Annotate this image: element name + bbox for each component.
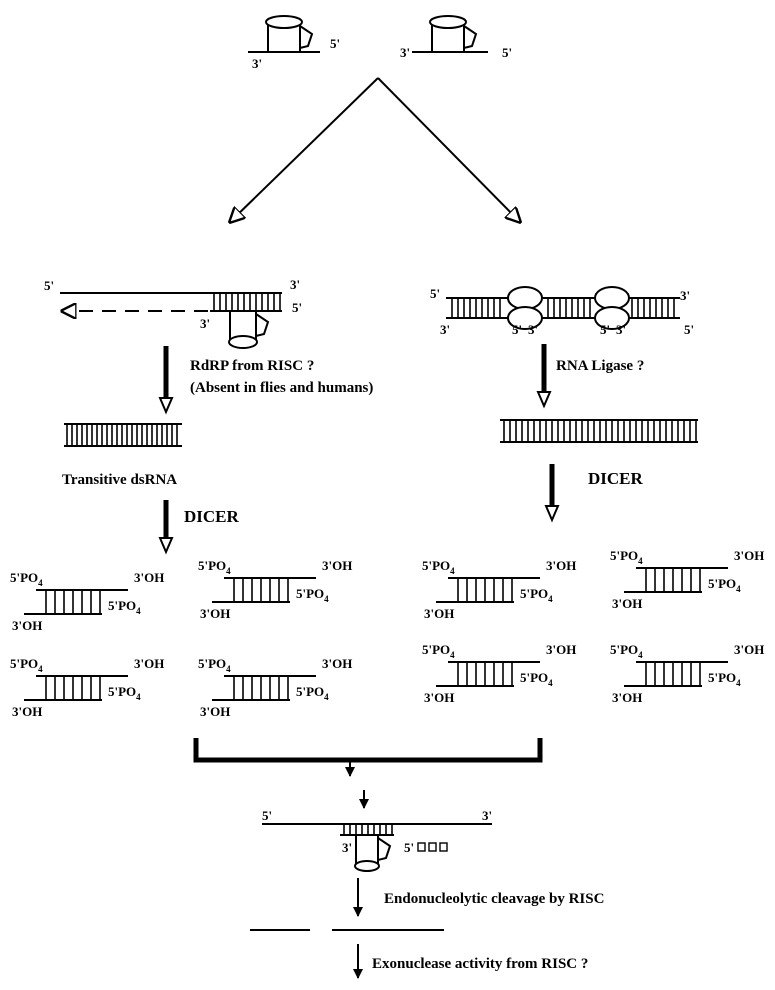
sirna-3-hydroxyl-label: 3'OH [546, 558, 576, 573]
left-dicer-arrowhead [160, 538, 172, 552]
sirna-3-hydroxyl-label: 3'OH [424, 690, 454, 705]
sirna-5-phosphate-label: 5'PO4 [296, 684, 329, 702]
left-template-5-right: 5' [292, 300, 302, 315]
left-template-3-end: 3' [290, 277, 300, 292]
sirna-duplex: 5'PO4 3'OH 5'PO4 3'OH [198, 656, 352, 719]
sirna-5-phosphate-label: 5'PO4 [708, 670, 741, 688]
target-3-end: 3' [482, 808, 492, 823]
left-dicer-label: DICER [184, 507, 240, 526]
top-right-3-end: 3' [400, 45, 410, 60]
sirna-3-hydroxyl-label: 3'OH [546, 642, 576, 657]
ligation-junction-4: 3' [616, 322, 626, 337]
sirna-3-hydroxyl-label: 3'OH [322, 558, 352, 573]
sirna-3-hydroxyl-label: 3'OH [322, 656, 352, 671]
right-template-5-left: 5' [430, 286, 440, 301]
rdrp-step-label: RdRP from RISC ? [190, 358, 314, 374]
right-template-3-right: 3' [680, 288, 690, 303]
sirna-duplex: 5'PO4 3'OH 5'PO4 3'OH [422, 558, 576, 621]
risc-complex-left [248, 16, 320, 52]
target-5-end: 5' [262, 808, 272, 823]
risc-on-template [229, 311, 268, 348]
ligase-step-arrowhead [538, 392, 550, 406]
ligation-junction-3: 5' [600, 322, 610, 337]
exonuclease-label: Exonuclease activity from RISC ? [372, 956, 588, 972]
cleavage-label: Endonucleolytic cleavage by RISC [384, 891, 604, 907]
sirna-3-hydroxyl-label: 3'OH [12, 618, 42, 633]
sirna-3-hydroxyl-label: 3'OH [612, 596, 642, 611]
right-template-5-right: 5' [684, 322, 694, 337]
sirna-duplex: 5'PO4 3'OH 5'PO4 3'OH [610, 548, 764, 611]
sirna-5-phosphate-label: 5'PO4 [520, 586, 553, 604]
sirna-3-hydroxyl-label: 3'OH [424, 606, 454, 621]
sirna-5-phosphate-label: 5'PO4 [708, 576, 741, 594]
right-dicer-arrowhead [546, 506, 558, 520]
sirna-3-hydroxyl-label: 3'OH [134, 570, 164, 585]
sirna-5-phosphate-label: 5'PO4 [10, 570, 43, 588]
ligase-step-label: RNA Ligase ? [556, 358, 644, 374]
right-dicer-label: DICER [588, 469, 644, 488]
guide-3-end: 3' [342, 840, 352, 855]
right-template-3-left: 3' [440, 322, 450, 337]
sirna-duplex: 5'PO4 3'OH 5'PO4 3'OH [198, 558, 352, 621]
sirna-5-phosphate-label: 5'PO4 [610, 548, 643, 566]
risc-complex-right [412, 16, 488, 52]
sirna-5-phosphate-label: 5'PO4 [108, 684, 141, 702]
sirna-3-hydroxyl-label: 3'OH [734, 548, 764, 563]
guide-5-end: 5' [404, 840, 414, 855]
rdrp-step-arrowhead [160, 398, 172, 412]
ligation-junction-2: 3' [528, 322, 538, 337]
sirna-duplex: 5'PO4 3'OH 5'PO4 3'OH [422, 642, 576, 705]
sirna-duplex: 5'PO4 3'OH 5'PO4 3'OH [610, 642, 764, 705]
sirna-3-hydroxyl-label: 3'OH [134, 656, 164, 671]
sirna-5-phosphate-label: 5'PO4 [610, 642, 643, 660]
top-left-5-end: 5' [330, 36, 340, 51]
sirna-3-hydroxyl-label: 3'OH [200, 606, 230, 621]
diverge-arrow-right [378, 78, 520, 222]
top-right-5-end: 5' [502, 45, 512, 60]
ligated-dsrna [500, 420, 698, 442]
ligation-junction-1: 5' [512, 322, 522, 337]
sirna-5-phosphate-label: 5'PO4 [198, 558, 231, 576]
sirna-3-hydroxyl-label: 3'OH [734, 642, 764, 657]
transitive-dsrna [64, 424, 182, 446]
ligated-duplex-template [446, 287, 680, 329]
sirna-3-hydroxyl-label: 3'OH [200, 704, 230, 719]
transitive-dsrna-label: Transitive dsRNA [62, 472, 177, 488]
phosphate-groups [418, 843, 447, 851]
sirna-3-hydroxyl-label: 3'OH [612, 690, 642, 705]
sirna-5-phosphate-label: 5'PO4 [520, 670, 553, 688]
sirna-5-phosphate-label: 5'PO4 [422, 558, 455, 576]
sirna-5-phosphate-label: 5'PO4 [296, 586, 329, 604]
sirna-5-phosphate-label: 5'PO4 [10, 656, 43, 674]
sirna-5-phosphate-label: 5'PO4 [422, 642, 455, 660]
mrna-template-left [60, 293, 282, 311]
sirna-5-phosphate-label: 5'PO4 [108, 598, 141, 616]
sirna-3-hydroxyl-label: 3'OH [12, 704, 42, 719]
left-primer-3-end: 3' [200, 316, 210, 331]
rdrp-step-note: (Absent in flies and humans) [190, 380, 373, 396]
merge-bracket [196, 738, 540, 760]
left-template-5-end: 5' [44, 278, 54, 293]
sirna-duplex: 5'PO4 3'OH 5'PO4 3'OH [10, 570, 164, 633]
target-mrna-with-risc [262, 824, 492, 871]
sirna-5-phosphate-label: 5'PO4 [198, 656, 231, 674]
diverge-arrow-left [230, 78, 378, 222]
top-left-3-end: 3' [252, 56, 262, 71]
sirna-duplex: 5'PO4 3'OH 5'PO4 3'OH [10, 656, 164, 719]
